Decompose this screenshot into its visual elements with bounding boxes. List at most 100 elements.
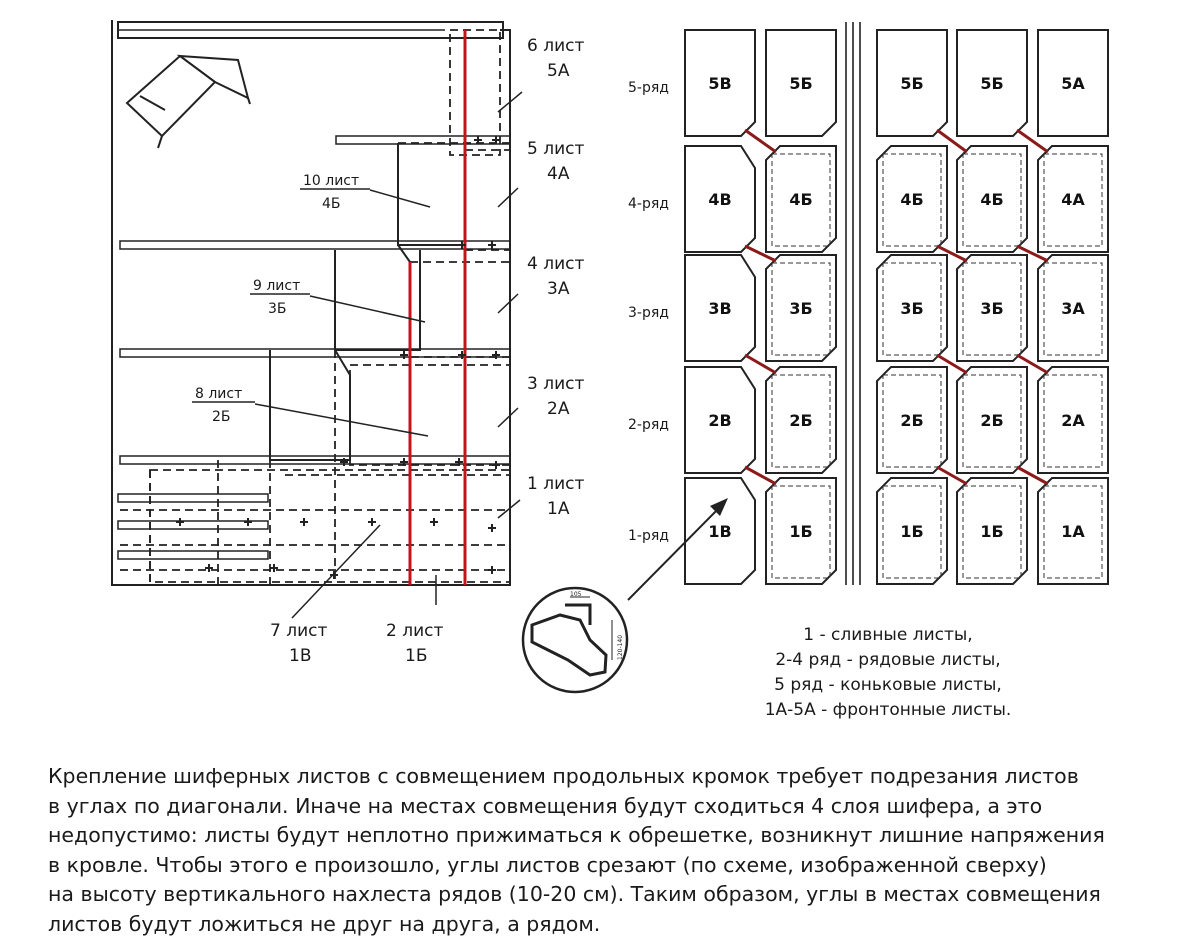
overlap-outline (962, 374, 1022, 468)
slate-sheet (876, 477, 948, 585)
sheet-code: 2Б (980, 411, 1003, 430)
overlap-outline (962, 485, 1022, 579)
sheet-code: 3А (1061, 299, 1085, 318)
sheet-code: 1А (1061, 522, 1085, 541)
slate-sheet (1037, 254, 1109, 362)
label-sheet-3: 3 лист (527, 374, 584, 394)
label-sheet-7: 7 лист (270, 621, 327, 641)
label-sheet-8-code: 2Б (212, 409, 231, 425)
sheet-code: 2А (1061, 411, 1085, 430)
sheet-code: 5А (1061, 74, 1085, 93)
legend-line-2: 2-4 ряд - рядовые листы, (775, 650, 1000, 670)
paragraph-line: на высоту вертикального нахлеста рядов (… (48, 882, 1101, 906)
label-sheet-7-code: 1В (289, 646, 311, 666)
slate-sheet (1037, 145, 1109, 253)
label-sheet-4-code: 3А (547, 279, 570, 299)
slate-sheet (1037, 477, 1109, 585)
label-sheet-10-code: 4Б (322, 196, 341, 212)
legend: 1 - сливные листы, 2-4 ряд - рядовые лис… (765, 625, 1012, 720)
slate-sheet (876, 254, 948, 362)
sheet-code: 4Б (789, 190, 812, 209)
label-sheet-3-code: 2А (547, 399, 570, 419)
row-label: 1-ряд (628, 528, 669, 544)
corner-join (1016, 353, 1049, 375)
overlap-outline (882, 485, 942, 579)
corner-join (936, 353, 968, 375)
sheet-code: 1Б (789, 522, 812, 541)
sheet-code: 3Б (789, 299, 812, 318)
sheet-code: 3Б (900, 299, 923, 318)
slate-sheet (765, 145, 837, 253)
detail-dim-height: 120-140 (617, 635, 624, 660)
slate-sheet (684, 254, 756, 362)
label-sheet-1: 1 лист (527, 474, 584, 494)
label-sheet-5-code: 4А (547, 164, 570, 184)
sheet-code: 5Б (980, 74, 1003, 93)
legend-line-3: 5 ряд - коньковые листы, (774, 675, 1002, 695)
sheet-code: 2Б (900, 411, 923, 430)
overlap-outline (1043, 153, 1103, 247)
slate-sheet (1037, 366, 1109, 474)
overlap-outline (771, 374, 831, 468)
label-sheet-2-code: 1Б (405, 646, 427, 666)
slate-sheet (876, 366, 948, 474)
slate-sheet (765, 366, 837, 474)
corner-join (744, 244, 777, 263)
slate-sheet (684, 29, 756, 137)
sheet-code: 5Б (900, 74, 923, 93)
slate-sheet (1037, 29, 1109, 137)
slate-sheet (956, 29, 1028, 137)
slate-sheet (956, 366, 1028, 474)
sheet-code: 5Б (789, 74, 812, 93)
sheet-code: 4Б (980, 190, 1003, 209)
slate-sheet (684, 366, 756, 474)
row-label: 2-ряд (628, 417, 669, 433)
slate-sheet (684, 145, 756, 253)
corner-join (1016, 244, 1049, 263)
corner-cut-detail: 105 120-140 (521, 586, 629, 694)
legend-line-1: 1 - сливные листы, (803, 625, 972, 645)
label-sheet-6: 6 лист (527, 36, 584, 56)
sheet-code: 4А (1061, 190, 1085, 209)
label-sheet-8: 8 лист (195, 386, 242, 402)
label-sheet-9: 9 лист (253, 278, 300, 294)
row-label: 5-ряд (628, 80, 669, 96)
left-roof-diagram (111, 20, 523, 619)
corner-join (744, 465, 777, 486)
slate-sheet (956, 145, 1028, 253)
paragraph-line: недопустимо: листы будут неплотно прижим… (48, 823, 1105, 847)
label-sheet-4: 4 лист (527, 254, 584, 274)
label-sheet-2: 2 лист (386, 621, 443, 641)
roof-thumbnail-icon (125, 54, 251, 149)
overlap-outline (962, 262, 1022, 356)
overlap-outline (882, 374, 942, 468)
label-sheet-5: 5 лист (527, 139, 584, 159)
label-sheet-10: 10 лист (303, 173, 359, 189)
overlap-outline (882, 262, 942, 356)
slate-sheet (956, 477, 1028, 585)
description-paragraph: Крепление шиферных листов с совмещением … (48, 762, 1198, 939)
overlap-outline (1043, 262, 1103, 356)
label-sheet-1-code: 1А (547, 499, 570, 519)
sheet-code: 2Б (789, 411, 812, 430)
left-sheet-labels: 6 лист 5А 5 лист 4А 4 лист 3А 3 лист 2А … (195, 36, 584, 666)
slate-sheet (765, 477, 837, 585)
detail-arrow (627, 498, 728, 601)
sheet-code: 2В (708, 411, 731, 430)
label-sheet-9-code: 3Б (268, 301, 287, 317)
sheet-code: 4В (708, 190, 731, 209)
paragraph-line: в кровле. Чтобы этого е произошло, углы … (48, 852, 1047, 877)
slate-sheet (956, 254, 1028, 362)
legend-line-4: 1А-5А - фронтонные листы. (765, 700, 1012, 720)
overlap-outline (771, 485, 831, 579)
corner-join (744, 128, 777, 154)
corner-join (936, 465, 968, 486)
slate-sheet (765, 29, 837, 137)
sheet-code: 5В (708, 74, 731, 93)
corner-join (936, 128, 968, 154)
overlap-outline (771, 262, 831, 356)
label-sheet-6-code: 5А (547, 61, 570, 81)
sheet-code: 1В (708, 522, 731, 541)
